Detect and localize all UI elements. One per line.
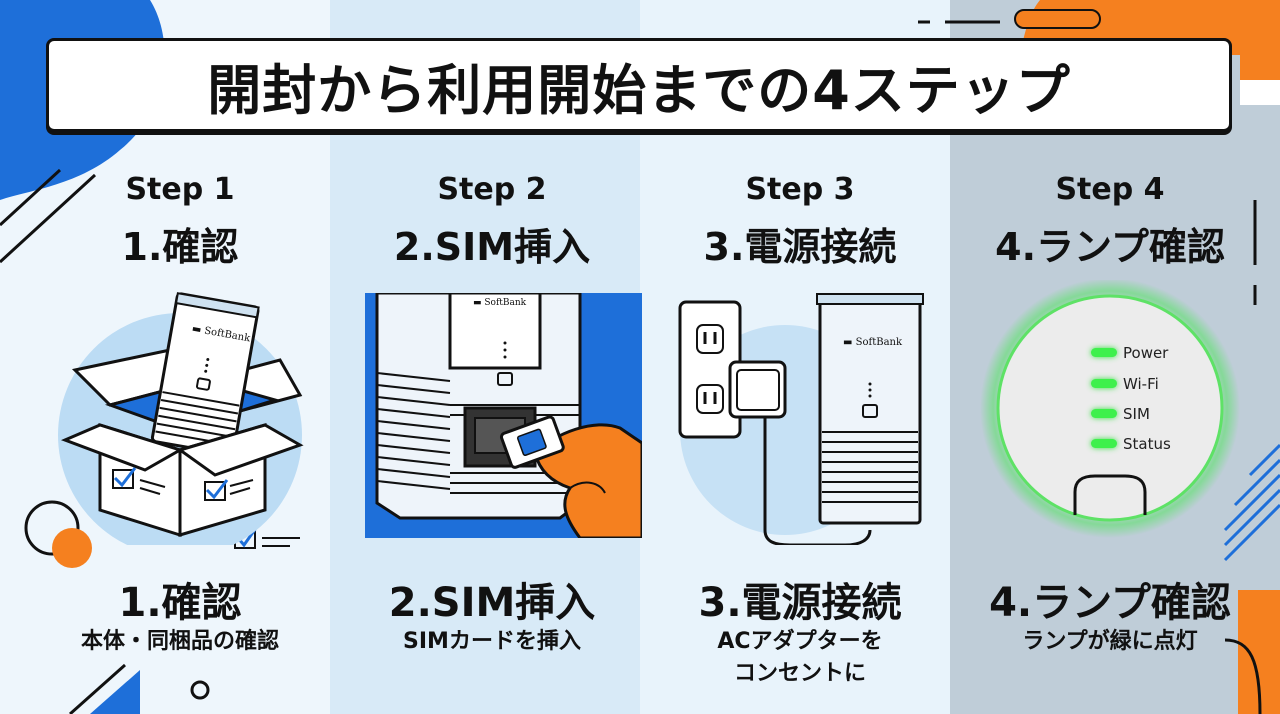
step-heading: 3.電源接続 (703, 225, 897, 269)
description-line: ACアダプターを (717, 629, 883, 654)
step-description: ランプが緑に点灯 (955, 626, 1265, 658)
description-line: 本体・同梱品の確認 (80, 629, 279, 654)
lamp-indicator-list: Power Wi-Fi SIM Status (1091, 344, 1171, 453)
sim-insert-illustration: ▬ SoftBank (365, 293, 642, 538)
lamp-label-status: Status (1123, 435, 1171, 453)
open-box-illustration: ▬ SoftBank (58, 292, 304, 545)
step-label: Step 4 (1055, 172, 1165, 207)
step-bottom-title: 2.SIM挿入 (388, 580, 596, 626)
step-description: ACアダプターを コンセントに (645, 626, 955, 690)
step-label: Step 3 (745, 172, 855, 207)
brand-logo: ▬ SoftBank (843, 337, 903, 348)
step-label: Step 1 (125, 172, 235, 207)
brand-logo: ▬ SoftBank (473, 298, 527, 308)
description-line: ランプが緑に点灯 (1022, 629, 1198, 654)
lamp-label-power: Power (1123, 344, 1169, 362)
step-bottom-title: 3.電源接続 (698, 580, 902, 626)
step-heading: 2.SIM挿入 (393, 225, 591, 269)
lamp-check-illustration: Power Wi-Fi SIM Status (980, 280, 1240, 538)
step-heading: 1.確認 (121, 225, 239, 269)
main-title: 開封から利用開始までの4ステップ (46, 38, 1232, 132)
lamp-label-sim: SIM (1123, 405, 1150, 423)
description-line: SIMカードを挿入 (403, 629, 581, 654)
step-label: Step 2 (437, 172, 547, 207)
lamp-label-wifi: Wi-Fi (1123, 375, 1159, 393)
description-line: コンセントに (733, 661, 866, 686)
step-column-1: Step 1 1.確認 ▬ SoftBank (25, 140, 335, 714)
step-bottom-title: 1.確認 (118, 580, 242, 626)
step-bottom-title: 4.ランプ確認 (989, 580, 1231, 626)
step-column-3: Step 3 3.電源接続 ▬ SoftBank (645, 140, 955, 714)
power-connect-illustration: ▬ SoftBank (678, 293, 924, 545)
step-description: 本体・同梱品の確認 (25, 626, 335, 658)
step-column-4: Step 4 4.ランプ確認 Power Wi- (955, 140, 1265, 714)
step-heading: 4.ランプ確認 (995, 225, 1225, 269)
step-description: SIMカードを挿入 (337, 626, 647, 658)
step-column-2: Step 2 2.SIM挿入 ▬ SoftBank (337, 140, 647, 714)
